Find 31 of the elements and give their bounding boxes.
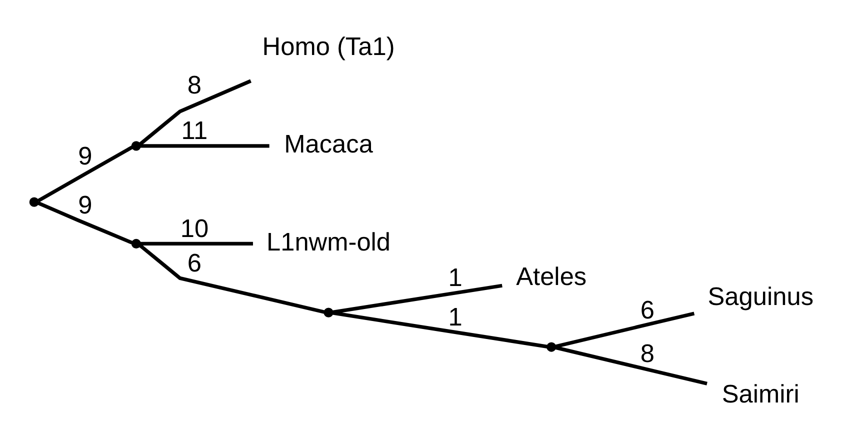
connector	[140, 144, 269, 148]
connector	[37, 201, 132, 244]
node-text: Homo (Ta1)	[262, 32, 394, 61]
edge-label: 9	[78, 142, 92, 170]
edge-label: 11	[180, 117, 208, 146]
connector	[138, 244, 325, 314]
edge-label: 8	[640, 340, 654, 368]
connector	[554, 312, 694, 348]
node-point	[28, 197, 38, 207]
connector	[332, 311, 548, 348]
connector	[37, 145, 133, 202]
connector	[554, 346, 707, 386]
connector	[332, 284, 502, 314]
connector	[140, 242, 252, 246]
node-text: Ateles	[516, 262, 586, 291]
node-text: L1nwm-old	[266, 228, 390, 256]
connector	[138, 79, 251, 146]
edge-label: 10	[180, 214, 208, 243]
node-point	[130, 238, 141, 249]
node-point	[323, 308, 333, 318]
node-text: Saimiri	[721, 380, 799, 409]
edge-label: 6	[640, 296, 654, 324]
node-point	[130, 141, 141, 151]
node-text: Saguinus	[707, 282, 813, 311]
edge-label: 9	[78, 191, 92, 220]
edge-label: 1	[448, 304, 462, 332]
edge-label: 8	[186, 72, 202, 100]
node-point	[546, 342, 556, 352]
edge-label: 1	[448, 264, 462, 292]
node-text: Macaca	[284, 130, 372, 159]
edge-label: 6	[186, 249, 202, 278]
